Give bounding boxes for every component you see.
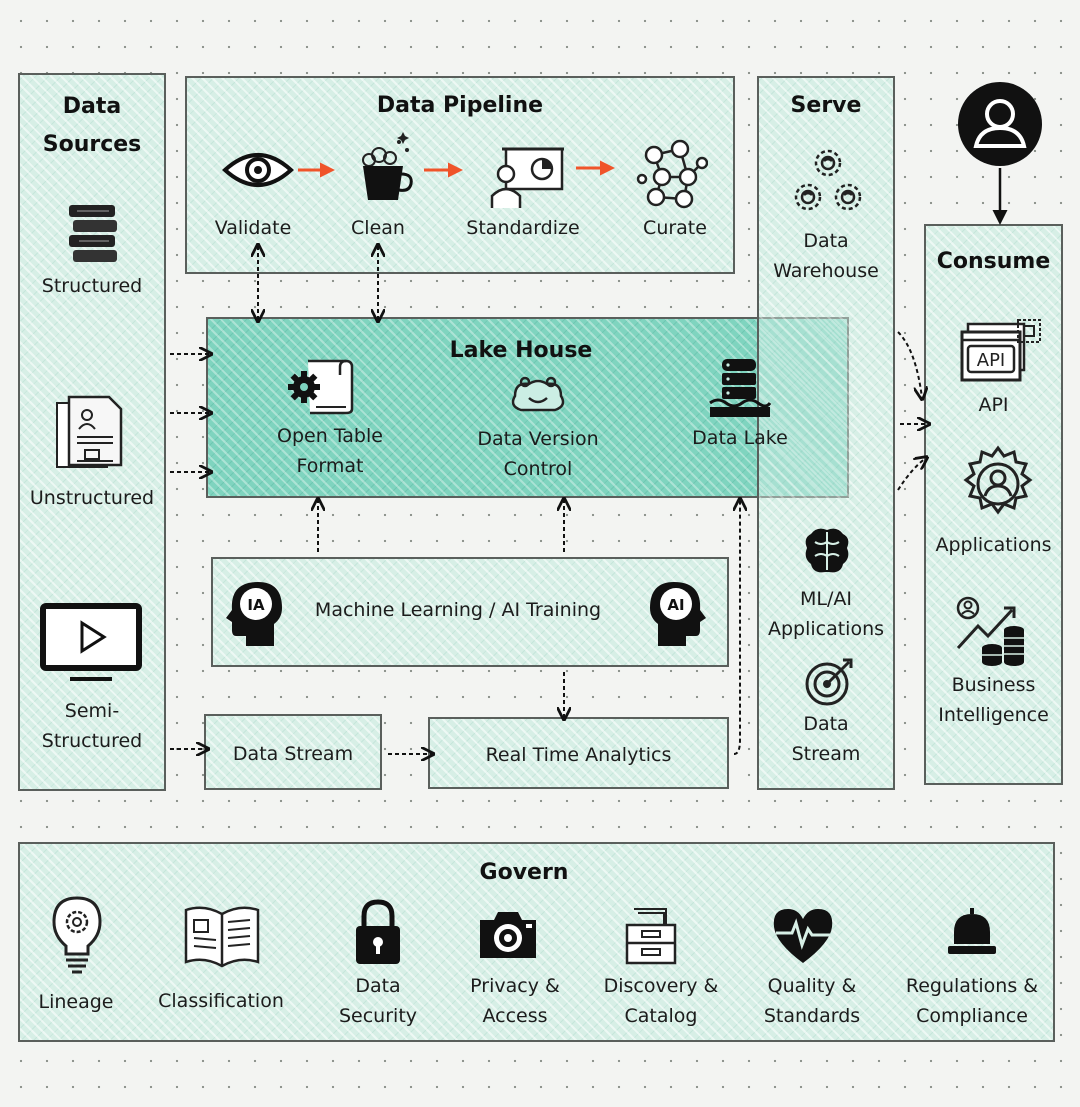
govern-classification-label: Classification — [158, 990, 284, 1012]
rta-lake-arrow — [734, 500, 740, 755]
govern-lineage-label: Lineage — [38, 991, 114, 1013]
pipeline-step-curate: Curate — [643, 217, 707, 239]
version-control-icon — [511, 376, 565, 412]
open-table-format-line1: Open Table — [277, 425, 383, 447]
semi-structured-label-line1: Semi- — [64, 700, 120, 722]
govern-title: Govern — [479, 860, 569, 885]
data-lake-label: Data Lake — [692, 427, 788, 449]
data-lake-icon — [709, 359, 772, 417]
govern-discovery-line1: Discovery & — [603, 975, 719, 997]
unstructured-label: Unstructured — [29, 487, 155, 509]
target-icon — [805, 658, 853, 706]
govern-regulations-line1: Regulations & — [905, 975, 1039, 997]
data-sources-title-line2: Sources — [42, 132, 142, 157]
consume-api-label: API — [978, 394, 1009, 416]
govern-regulations-line2: Compliance — [916, 1005, 1028, 1027]
data-stream-box — [204, 714, 382, 790]
lake-consume-arrow-1 — [897, 331, 922, 398]
real-time-analytics-label: Real Time Analytics — [485, 744, 672, 766]
ai-head-right-icon: AI — [650, 582, 706, 646]
bucket-clean-icon — [362, 132, 413, 200]
serve-mlai-line2: Applications — [767, 618, 885, 640]
open-book-icon — [184, 906, 260, 968]
govern-quality-line1: Quality & — [767, 975, 857, 997]
database-books-icon — [69, 205, 117, 262]
real-time-analytics-box — [428, 717, 729, 789]
camera-icon — [480, 912, 536, 958]
serve-title: Serve — [790, 93, 862, 118]
semi-structured-label-line2: Structured — [41, 730, 143, 752]
consume-bi-line2: Intelligence — [938, 704, 1049, 726]
pipeline-step-clean: Clean — [351, 217, 405, 239]
data-pipeline-title: Data Pipeline — [376, 93, 544, 118]
bell-icon — [948, 908, 996, 954]
padlock-icon — [356, 899, 400, 964]
govern-quality-line2: Standards — [763, 1005, 861, 1027]
api-window-icon: API — [960, 319, 1041, 382]
ai-head-left-text: IA — [247, 596, 265, 614]
brain-icon — [805, 528, 849, 573]
serve-mlai-line1: ML/AI — [800, 588, 852, 610]
serve-warehouse-line1: Data — [803, 230, 849, 252]
file-cabinet-icon — [625, 908, 677, 965]
govern-security-line2: Security — [338, 1005, 418, 1027]
consume-title: Consume — [936, 249, 1051, 274]
monitor-play-icon — [40, 603, 142, 681]
ai-head-left-icon: IA — [226, 582, 282, 646]
structured-label: Structured — [41, 275, 143, 297]
document-icon — [56, 395, 123, 468]
presentation-icon — [490, 147, 564, 208]
data-version-control-line1: Data Version — [477, 428, 599, 450]
api-badge-text: API — [977, 350, 1005, 371]
govern-privacy-line2: Access — [482, 1005, 548, 1027]
pipeline-step-validate: Validate — [214, 217, 292, 239]
govern-security-line1: Data — [355, 975, 401, 997]
lightbulb-gear-icon — [52, 896, 102, 974]
consume-applications-label: Applications — [935, 534, 1052, 556]
ai-head-right-text: AI — [667, 596, 684, 614]
heartbeat-icon — [773, 909, 833, 963]
serve-stream-line2: Stream — [791, 743, 861, 765]
lake-consume-arrow-3 — [897, 458, 926, 491]
applications-gear-icon — [963, 445, 1033, 515]
eye-icon — [222, 153, 294, 187]
lake-house-title: Lake House — [449, 338, 593, 363]
data-version-control-line2: Control — [503, 458, 573, 480]
govern-discovery-line2: Catalog — [624, 1005, 698, 1027]
data-sources-title-line1: Data — [62, 94, 122, 119]
ml-training-label: Machine Learning / AI Training — [314, 599, 602, 621]
ml-training-panel — [211, 557, 729, 667]
govern-panel — [18, 842, 1055, 1042]
data-stream-label: Data Stream — [232, 743, 354, 765]
user-avatar-icon — [958, 82, 1042, 166]
serve-stream-line1: Data — [803, 713, 849, 735]
consume-bi-line1: Business — [951, 674, 1036, 696]
govern-privacy-line1: Privacy & — [470, 975, 560, 997]
pipeline-step-standardize: Standardize — [466, 217, 580, 239]
curate-network-icon — [636, 139, 708, 209]
serve-panel-overlay — [757, 317, 849, 498]
open-table-format-line2: Format — [296, 455, 364, 477]
business-growth-icon — [956, 596, 1024, 666]
gear-scroll-icon — [288, 359, 354, 415]
serve-warehouse-line2: Warehouse — [773, 260, 879, 282]
gears-icon — [794, 149, 862, 211]
